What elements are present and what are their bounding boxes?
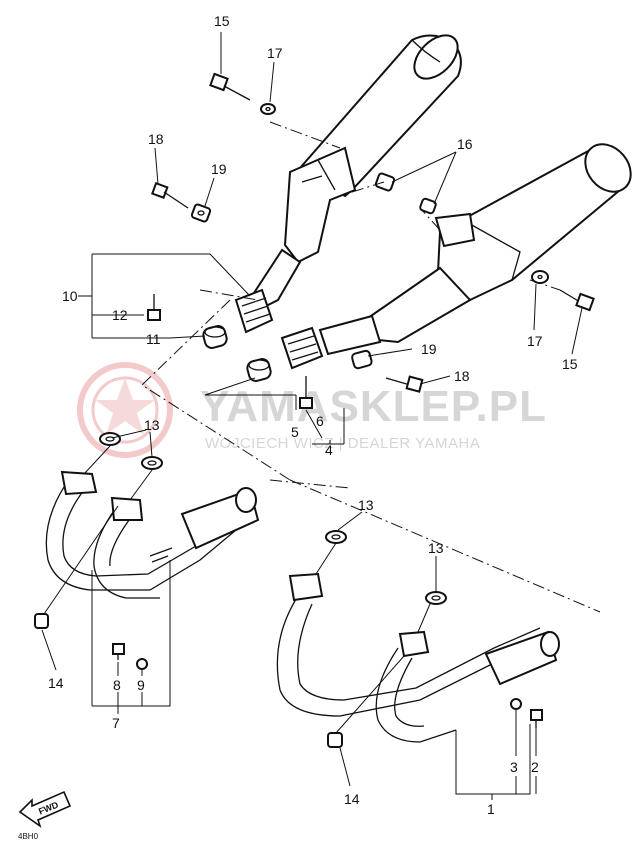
gasket-13-left-a	[99, 432, 121, 446]
callout-15-top: 15	[214, 13, 230, 29]
watermark: YAMASKLEP.PL WOJCIECH WICZ | DEALER YAMA…	[77, 362, 547, 458]
bolt-15-top	[209, 72, 251, 101]
bolt-12	[147, 294, 161, 321]
callout-14-left: 14	[48, 675, 64, 691]
callout-19-top: 19	[211, 161, 227, 177]
callout-labels: 15 17 18 19 16 17 15 19 18 10 12 11 5 6 …	[48, 13, 578, 817]
muffler-upper	[250, 34, 462, 310]
callout-13-left: 13	[144, 417, 160, 433]
callout-16: 16	[457, 136, 473, 152]
callout-18-top: 18	[148, 131, 164, 147]
callout-4: 4	[325, 442, 333, 458]
callout-7: 7	[112, 715, 120, 731]
plug-14-left	[34, 613, 49, 629]
nut-16-right	[419, 197, 437, 215]
exhaust-pipe-left	[45, 470, 260, 599]
gasket-13-left-b	[141, 456, 163, 470]
callout-12: 12	[112, 307, 128, 323]
callout-6: 6	[316, 413, 324, 429]
corner-code: 4BH0	[18, 832, 39, 840]
callout-18-right: 18	[454, 368, 470, 384]
callout-17-top: 17	[267, 45, 283, 61]
callout-13-right-b: 13	[428, 540, 444, 556]
callout-5: 5	[291, 424, 299, 440]
watermark-title: YAMASKLEP.PL	[200, 382, 547, 431]
callout-17-right: 17	[527, 333, 543, 349]
leader-lines	[41, 32, 583, 800]
bolt-18-top	[151, 181, 189, 209]
callout-3: 3	[510, 759, 518, 775]
nut-19-top	[190, 203, 212, 223]
bolt-2-right	[530, 709, 543, 728]
washer-9-left	[136, 658, 148, 670]
exhaust-pipe-right	[276, 572, 560, 743]
bolt-15-right	[559, 289, 595, 312]
callout-15-right: 15	[562, 356, 578, 372]
joint-upper	[234, 288, 274, 334]
gasket-5	[246, 358, 272, 382]
gasket-13-right-a	[325, 530, 347, 544]
bolt-6	[299, 376, 313, 409]
joint-lower	[280, 326, 324, 370]
callout-13-right-a: 13	[358, 497, 374, 513]
fwd-arrow: FWD	[18, 790, 72, 829]
callout-11: 11	[146, 331, 161, 347]
assembly-centerlines	[141, 121, 601, 613]
gasket-13-right-b	[425, 591, 447, 605]
callout-9: 9	[137, 677, 145, 693]
yamaha-logo-watermark	[77, 362, 173, 458]
callout-2: 2	[531, 759, 539, 775]
plug-14-right	[327, 732, 343, 748]
gasket-11	[202, 325, 228, 349]
callout-8: 8	[113, 677, 121, 693]
washer-3-right	[510, 698, 522, 710]
callout-14-right: 14	[344, 791, 360, 807]
callout-19-right: 19	[421, 341, 437, 357]
washer-17-top	[260, 103, 276, 115]
nut-19-right	[351, 349, 373, 370]
callout-1: 1	[487, 801, 495, 817]
bolt-18-right	[385, 375, 424, 393]
bolt-8-left	[112, 643, 125, 660]
callout-10: 10	[62, 288, 78, 304]
nut-16-left	[374, 172, 396, 192]
muffler-lower	[318, 143, 632, 356]
